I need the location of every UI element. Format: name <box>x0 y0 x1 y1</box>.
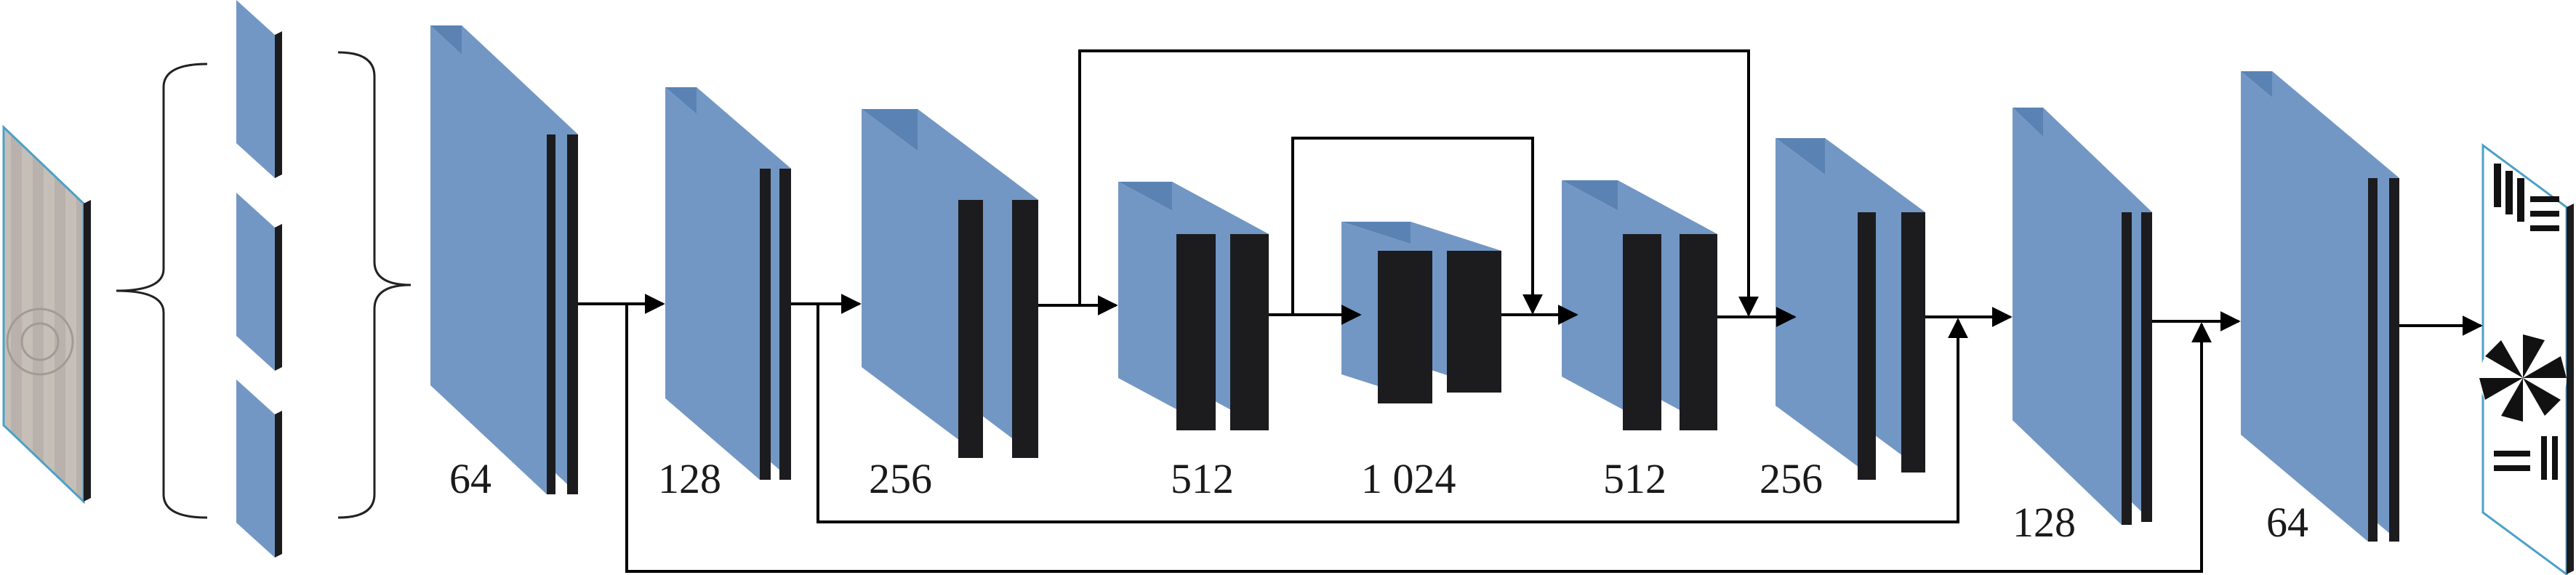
label-dec3: 256 <box>1760 455 1823 502</box>
decoder-block-256 <box>1775 138 1925 480</box>
label-enc1: 64 <box>449 455 491 502</box>
encoder-block-512 <box>1118 182 1269 430</box>
encoder-block-64 <box>430 25 578 494</box>
label-dec4: 512 <box>1603 455 1666 502</box>
skip-512-to-512 <box>1291 137 1543 315</box>
encoder-block-128 <box>665 87 791 480</box>
label-enc3: 256 <box>869 455 932 502</box>
label-dec2: 128 <box>2013 499 2076 546</box>
output-image <box>2479 143 2574 575</box>
decoder-block-128 <box>2013 108 2152 525</box>
decoder-block-512 <box>1562 180 1717 430</box>
siemens-star-icon <box>2479 334 2567 422</box>
slice-1 <box>236 0 282 178</box>
slice-2 <box>236 193 282 371</box>
skip-256-to-256 <box>1078 49 1759 317</box>
decoder-block-64 <box>2241 71 2399 542</box>
input-slices-group <box>116 0 412 558</box>
input-image <box>2 124 91 504</box>
encoder-block-256 <box>862 109 1038 458</box>
label-enc2: 128 <box>658 455 721 502</box>
main-flow-connections <box>578 294 2483 336</box>
left-brace <box>116 63 208 519</box>
slice-3 <box>236 379 282 558</box>
skip-connections <box>625 49 2212 573</box>
label-dec1: 64 <box>2266 499 2308 546</box>
channel-labels: 64 128 256 512 1 024 512 256 128 64 <box>449 455 2308 546</box>
label-enc4: 512 <box>1171 455 1234 502</box>
bottleneck-block-1024 <box>1341 222 1501 403</box>
right-brace <box>337 51 412 519</box>
skip-128-to-128 <box>816 304 1968 523</box>
skip-64-to-64 <box>625 304 2212 573</box>
label-bottleneck: 1 024 <box>1361 455 1456 502</box>
